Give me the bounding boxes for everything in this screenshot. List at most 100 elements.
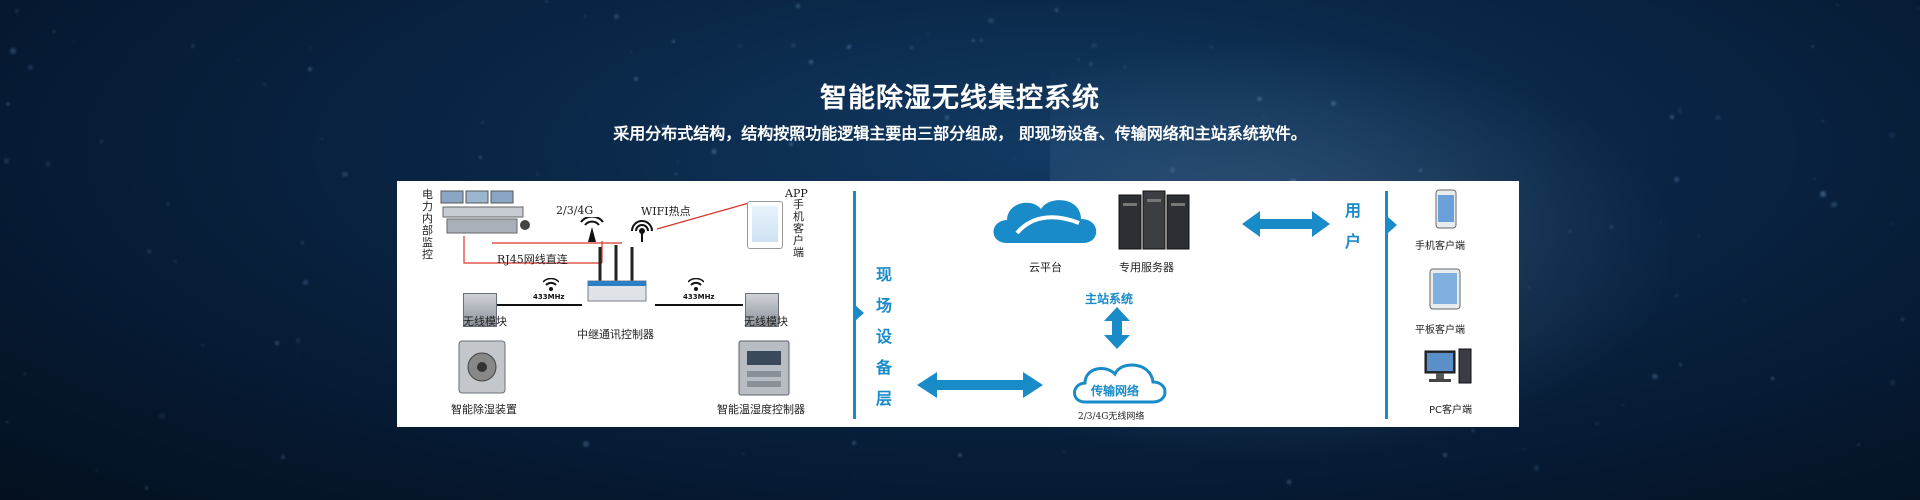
dehumidifier-label: 智能除湿装置 (451, 403, 517, 416)
bokeh-dot (321, 137, 324, 140)
server-user-double-arrow-icon (1242, 211, 1330, 237)
architecture-diagram: 电力内部监控 RJ45网线直连 2/3/4G WIFI热点 APP 手机客户端 (397, 181, 1519, 427)
rj45-connection-lines (463, 202, 750, 264)
bokeh-dot (1443, 453, 1448, 458)
transport-network-cloud-icon (1073, 363, 1167, 404)
rj45-label: RJ45网线直连 (497, 253, 568, 266)
bokeh-dot (1091, 42, 1097, 48)
bokeh-dot (1622, 404, 1625, 406)
bokeh-dot (262, 82, 268, 88)
bokeh-dot (303, 280, 308, 285)
bokeh-dot (1917, 7, 1920, 10)
master-network-vertical-arrow-icon (1104, 307, 1130, 349)
transport-network-label: 传输网络 (1091, 384, 1140, 398)
bokeh-dot (972, 39, 976, 43)
bokeh-dot (479, 155, 483, 159)
bokeh-dot (1210, 45, 1214, 49)
dehumidifier-image (458, 340, 506, 394)
bokeh-dot (1262, 116, 1265, 119)
app-label: 手机客户端 (793, 198, 804, 259)
relay-controller-label: 中继通讯控制器 (577, 328, 654, 341)
bokeh-dot (1062, 450, 1066, 454)
bokeh-dot (1890, 380, 1896, 386)
bokeh-dot (1169, 166, 1176, 173)
bokeh-dot (788, 142, 793, 147)
bokeh-dot (1892, 222, 1895, 225)
bokeh-dot (471, 61, 473, 63)
bokeh-dot (1836, 3, 1839, 6)
freq-right-label: 433MHz (683, 293, 715, 301)
bokeh-dot (927, 33, 930, 36)
controller-label: 智能温湿度控制器 (717, 403, 805, 416)
bokeh-dot (1330, 100, 1336, 106)
bokeh-dot (1651, 373, 1658, 380)
cloud-platform-label: 云平台 (1029, 261, 1062, 274)
mobile-client-label: 手机客户端 (1415, 241, 1465, 252)
server-icon (1118, 190, 1190, 250)
freq-left-label: 433MHz (533, 293, 565, 301)
app-label-top: APP (785, 187, 808, 200)
bokeh-dot (1658, 220, 1662, 224)
pc-icon (1424, 348, 1472, 384)
bokeh-dot (159, 412, 166, 419)
bokeh-dot (1771, 376, 1774, 380)
bokeh-dot (28, 64, 33, 70)
tablet-app-image (747, 201, 783, 249)
bokeh-dot (14, 9, 20, 14)
wifi-hotspot-icon (631, 220, 653, 242)
page-subtitle: 采用分布式结构，结构按照功能逻辑主要由三部分组成， 即现场设备、传输网络和主站系… (613, 124, 1307, 143)
bokeh-dot (1088, 61, 1093, 66)
bokeh-dot (675, 173, 677, 175)
wifi-icon-right (688, 278, 704, 291)
wifi-icon-left (543, 278, 559, 291)
bokeh-dot (944, 114, 950, 120)
control-room-label: 电力内部监控 (422, 188, 433, 261)
bokeh-dot (1418, 168, 1422, 173)
bokeh-dot (809, 60, 814, 64)
wireless-module-left-image (463, 293, 497, 327)
bokeh-dot (1533, 465, 1540, 472)
pc-client-label: PC客户端 (1429, 405, 1473, 416)
bokeh-dot (661, 123, 667, 130)
bokeh-dot (1609, 225, 1613, 229)
bokeh-dot (1715, 114, 1722, 121)
bokeh-dot (144, 486, 149, 490)
bokeh-dot (307, 66, 313, 72)
bokeh-dot (741, 452, 745, 456)
bokeh-dot (614, 14, 619, 20)
bokeh-dot (275, 340, 280, 345)
wireless-module-right-label: 无线模块 (744, 315, 788, 328)
bokeh-dot (147, 249, 152, 254)
bokeh-dot (1678, 108, 1683, 113)
bokeh-dot (1878, 311, 1880, 313)
tablet-icon (1429, 268, 1461, 310)
bokeh-dot (711, 149, 716, 154)
master-system-label: 主站系统 (1085, 292, 1134, 306)
bokeh-dot (3, 157, 10, 164)
mobile-phone-icon (1435, 189, 1457, 229)
bokeh-dot (1697, 235, 1700, 238)
bokeh-dot (201, 343, 204, 347)
bokeh-dot (544, 0, 548, 3)
bokeh-dot (583, 14, 586, 17)
bokeh-dot (1595, 421, 1599, 426)
bokeh-dot (342, 172, 348, 178)
bokeh-dot (165, 201, 170, 206)
bokeh-dot (630, 50, 632, 53)
bokeh-dot (1257, 97, 1262, 102)
divider-left (853, 191, 856, 419)
bokeh-dot (1856, 442, 1861, 447)
bokeh-dot (634, 76, 639, 81)
bokeh-dot (5, 101, 10, 107)
link-left (497, 304, 582, 306)
bokeh-dot (296, 353, 298, 355)
bokeh-dot (535, 172, 540, 177)
wireless-network-label: 2/3/4G无线网络 (1078, 412, 1145, 422)
network-label: 2/3/4G (556, 204, 594, 217)
signal-tower-icon (580, 217, 604, 242)
bokeh-dot (9, 47, 16, 54)
bokeh-dot (1810, 44, 1815, 49)
cloud-platform-icon (993, 200, 1097, 243)
bokeh-dot (1674, 177, 1679, 182)
bokeh-dot (1831, 201, 1837, 207)
